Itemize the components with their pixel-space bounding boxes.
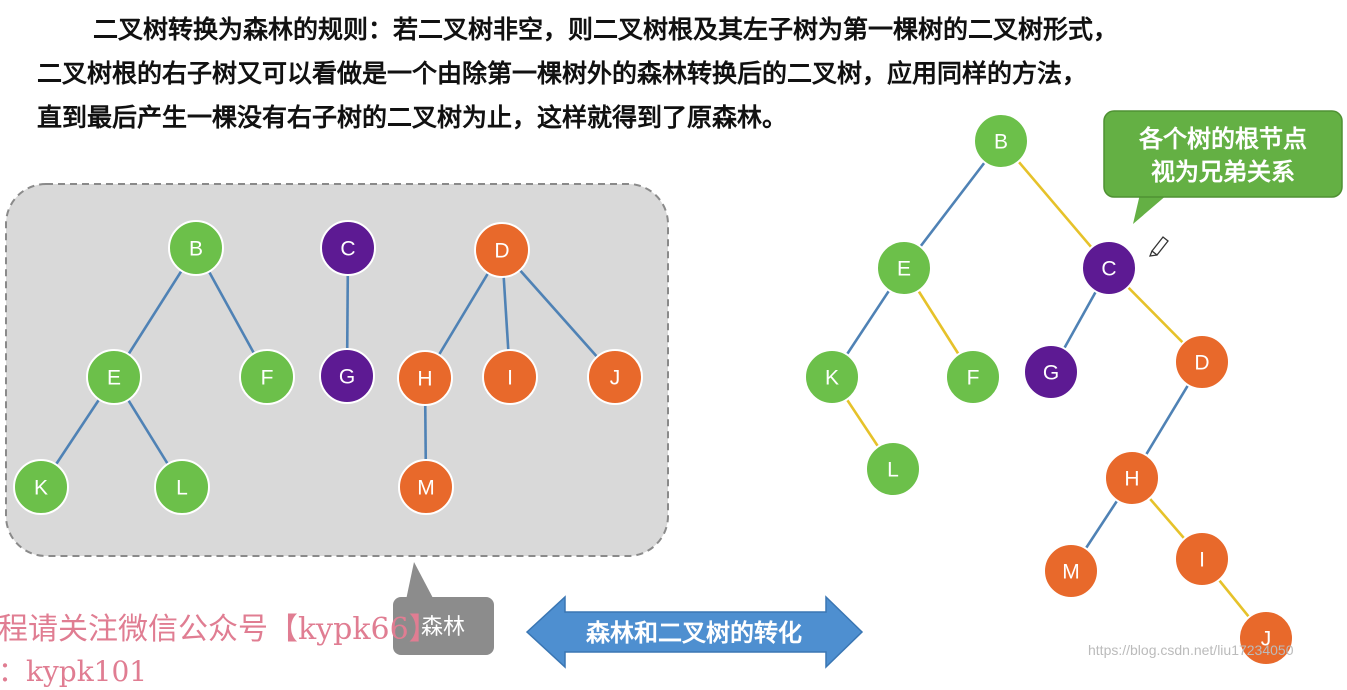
binary-tree-node-label: M xyxy=(1062,561,1080,584)
callout-line-1: 各个树的根节点 xyxy=(1138,125,1307,153)
rule-line-3: 直到最后产生一棵没有右子树的二叉树为止，这样就得到了原森林。 xyxy=(37,103,788,132)
forest-node-i: I xyxy=(482,349,538,405)
pen-cursor-icon xyxy=(1148,236,1169,257)
binary-tree-node-label: I xyxy=(1199,549,1205,572)
forest-node-circle xyxy=(587,349,643,405)
forest-node-label: G xyxy=(339,366,355,389)
forest-node-label: I xyxy=(507,367,513,390)
forest-node-circle xyxy=(86,349,142,405)
forest-node-g: G xyxy=(319,348,375,404)
binary-tree-node-e: E xyxy=(876,240,932,296)
binary-tree-node-label: F xyxy=(967,367,980,390)
forest-node-k: K xyxy=(13,459,69,515)
watermark-line-2: ：kypk101 xyxy=(0,655,148,688)
forest-label: 森林 xyxy=(421,615,465,640)
binary-tree-node-circle xyxy=(865,441,921,497)
forest-node-circle xyxy=(398,459,454,515)
forest-node-b: B xyxy=(168,220,224,276)
binary-tree-node-circle xyxy=(1081,240,1137,296)
forest-node-circle xyxy=(13,459,69,515)
binary-tree-node-circle xyxy=(804,349,860,405)
forest-node-m: M xyxy=(398,459,454,515)
forest-nodes: B E F K L C G D H I J M xyxy=(13,220,643,515)
binary-tree-node-circle xyxy=(1043,543,1099,599)
conversion-arrow-label: 森林和二叉树的转化 xyxy=(586,619,802,647)
binary-tree-node-c: C xyxy=(1081,240,1137,296)
forest-node-l: L xyxy=(154,459,210,515)
binary-tree-node-circle xyxy=(1023,344,1079,400)
forest-node-circle xyxy=(474,222,530,278)
binary-tree-node-circle xyxy=(1174,334,1230,390)
binary-tree-node-label: H xyxy=(1124,468,1139,491)
binary-tree-node-circle xyxy=(1238,610,1294,666)
binary-tree-node-label: D xyxy=(1194,352,1209,375)
forest-node-label: D xyxy=(494,240,509,263)
binary-tree-node-m: M xyxy=(1043,543,1099,599)
forest-node-label: M xyxy=(417,477,435,500)
binary-tree-node-i: I xyxy=(1174,531,1230,587)
rule-line-1: 二叉树转换为森林的规则：若二叉树非空，则二叉树根及其左子树为第一棵树的二叉树形式… xyxy=(93,15,1119,44)
forest-node-label: C xyxy=(340,238,355,261)
binary-tree-node-circle xyxy=(945,349,1001,405)
rule-description: 二叉树转换为森林的规则：若二叉树非空，则二叉树根及其左子树为第一棵树的二叉树形式… xyxy=(37,8,1327,140)
forest-node-f: F xyxy=(239,349,295,405)
diagram-canvas: B E F K L C G D H I J M 森林 森林和二叉树的转化 B E K F L C G D H M I J 各… xyxy=(5,110,1343,669)
conversion-arrow: 森林和二叉树的转化 xyxy=(525,595,864,669)
binary-tree-node-k: K xyxy=(804,349,860,405)
forest-node-circle xyxy=(239,349,295,405)
source-url: https://blog.csdn.net/liu17234050 xyxy=(1088,642,1294,658)
binary-tree-nodes: B E K F L C G D H M I J xyxy=(804,113,1294,666)
binary-tree-node-label: L xyxy=(887,459,899,482)
forest-node-circle xyxy=(168,220,224,276)
binary-tree-node-circle xyxy=(973,113,1029,169)
forest-node-circle xyxy=(320,220,376,276)
forest-node-label: J xyxy=(610,367,621,390)
forest-node-c: C xyxy=(320,220,376,276)
binary-tree-node-l: L xyxy=(865,441,921,497)
binary-tree-node-label: B xyxy=(994,131,1008,154)
binary-tree-node-label: K xyxy=(825,367,839,390)
rule-line-2: 二叉树根的右子树又可以看做是一个由除第一棵树外的森林转换后的二叉树，应用同样的方… xyxy=(37,59,1088,88)
forest-node-e: E xyxy=(86,349,142,405)
binary-tree-node-label: G xyxy=(1043,362,1059,385)
forest-node-j: J xyxy=(587,349,643,405)
forest-node-circle xyxy=(397,350,453,406)
forest-edge xyxy=(501,249,616,378)
forest-node-circle xyxy=(319,348,375,404)
forest-node-label: K xyxy=(34,477,48,500)
forest-node-circle xyxy=(482,349,538,405)
watermark-line-1: 程请关注微信公众号【kypk66】 xyxy=(0,612,439,647)
binary-tree-node-b: B xyxy=(973,113,1029,169)
binary-tree-node-d: D xyxy=(1174,334,1230,390)
forest-node-label: E xyxy=(107,367,121,390)
binary-tree-node-f: F xyxy=(945,349,1001,405)
forest-node-d: D xyxy=(474,222,530,278)
forest-node-h: H xyxy=(397,350,453,406)
binary-tree-node-label: J xyxy=(1261,628,1272,651)
binary-tree-node-circle xyxy=(876,240,932,296)
callout-line-2: 视为兄弟关系 xyxy=(1151,158,1295,186)
binary-tree-node-g: G xyxy=(1023,344,1079,400)
forest-node-label: L xyxy=(176,477,188,500)
binary-tree-node-circle xyxy=(1104,450,1160,506)
forest-node-circle xyxy=(154,459,210,515)
forest-label-box: 森林 xyxy=(393,562,494,655)
binary-tree-node-h: H xyxy=(1104,450,1160,506)
binary-tree-node-circle xyxy=(1174,531,1230,587)
forest-node-label: H xyxy=(417,368,432,391)
callout-bubble: 各个树的根节点 视为兄弟关系 xyxy=(1103,110,1343,224)
forest-node-label: F xyxy=(261,367,274,390)
binary-tree-node-j: J xyxy=(1238,610,1294,666)
forest-node-label: B xyxy=(189,238,203,261)
binary-tree-node-label: E xyxy=(897,258,911,281)
binary-tree-node-label: C xyxy=(1101,258,1116,281)
